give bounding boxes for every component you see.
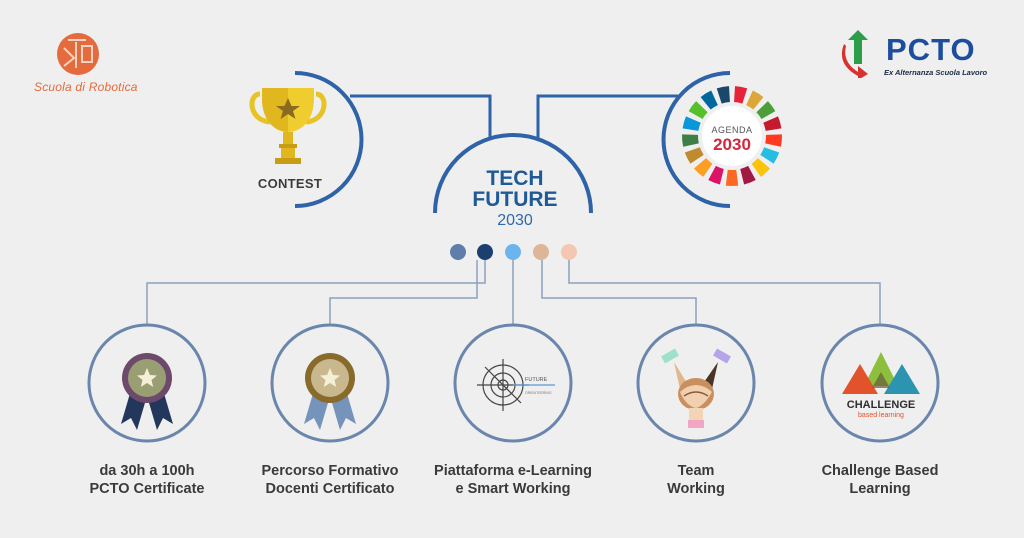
contest-arc [294,71,364,208]
agenda-label: AGENDA [711,125,753,135]
sdg-segment [682,134,699,147]
node-label-percorso-formativo: Percorso Formativo Docenti Certificato [240,462,420,498]
team-hands-icon [661,348,731,428]
sdg-segment [682,116,701,131]
node-label-line: Learning [849,481,911,497]
color-dot-2 [477,244,493,260]
pcto-arrows-icon [841,30,868,78]
sdg-segment [765,134,782,147]
sdg-segment [746,90,764,110]
tech-future-arc [433,133,593,214]
challenge-logo-text: CHALLENGE [847,399,915,411]
node-label-line: Challenge Based [821,463,939,479]
agenda-connector [536,94,678,138]
node-label-line: Piattaforma e-Learning [434,463,592,479]
teacher-certificate-icon [304,353,356,430]
challenge-based-learning-icon: CHALLENGE based learning [842,352,920,419]
sdg-segment [760,147,780,164]
color-dot-3 [505,244,521,260]
sdg-segment [700,90,718,110]
node-label-line: Team [677,463,715,479]
tech-future-title: TECH FUTURE [455,168,575,210]
sdg-segment [725,169,739,186]
sdg-segment [716,86,730,104]
trophy-icon [249,88,327,164]
contest-label: CONTEST [257,176,323,191]
node-label-line: Percorso Formativo [261,463,399,479]
contest-connector [350,94,492,138]
certificate-rosette-icon [121,353,173,430]
node-label-piattaforma: Piattaforma e-Learning e Smart Working [408,462,618,498]
color-dot-1 [450,244,466,260]
scuola-robotica-logo-icon [57,33,99,75]
sdg-segment [708,165,724,185]
node-label-line: Docenti Certificato [265,481,395,497]
node-label-line: e Smart Working [455,481,571,497]
sdg-segment [688,101,708,120]
elearning-platform-icon: FUTURE ORIENTEERING [477,359,555,411]
pcto-logo: PCTO Ex Alternanza Scuola Lavoro [840,28,990,84]
node-label-line: PCTO Certificate [89,481,205,497]
node-label-pcto-certificate: da 30h a 100h PCTO Certificate [57,462,237,498]
elearning-future-text: FUTURE [525,377,548,383]
sdg-segment [763,116,782,131]
node-label-line: Working [667,481,725,497]
node-connectors [146,260,881,327]
tech-future-year: 2030 [497,212,533,229]
sdg-segment [751,158,771,177]
color-dot-4 [533,244,549,260]
pcto-title: PCTO [886,32,976,67]
tech-title-line2: FUTURE [472,188,558,211]
node-label-line: da 30h a 100h [99,463,195,479]
sdg-segment [734,86,748,104]
sdg-segment [693,158,713,177]
color-dot-5 [561,244,577,260]
challenge-logo-subtext: based learning [858,412,904,419]
agenda-year: 2030 [713,135,751,154]
node-label-team-working: Team Working [606,462,786,498]
sdg-segment [740,165,756,185]
tech-title-line1: TECH [486,167,544,190]
sdg-segment [684,147,704,164]
node-label-challenge-based: Challenge Based Learning [790,462,970,498]
agenda-arc [661,71,731,208]
pcto-subtitle: Ex Alternanza Scuola Lavoro [884,68,988,77]
sdg-segment [756,101,776,120]
agenda-2030-wheel-icon [682,86,782,186]
elearning-orienteering-text: ORIENTEERING [525,391,552,395]
school-logo-label: Scuola di Robotica [34,80,138,94]
